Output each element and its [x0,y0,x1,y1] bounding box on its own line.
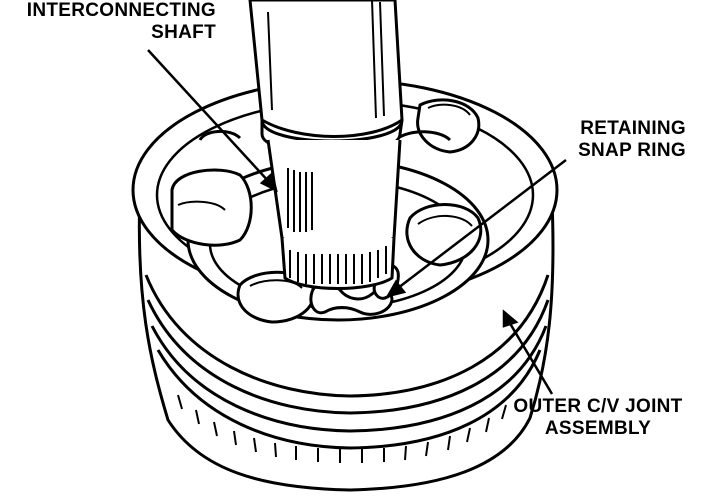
outer-cv-joint-label-line2: ASSEMBLY [544,418,652,439]
retaining-snap-ring-label-line1: RETAINING [580,118,686,139]
leader-lines [147,49,567,395]
interconnecting-shaft-label-line2: SHAFT [151,22,216,43]
interconnecting-shaft [248,0,404,290]
retaining-snap-ring-label-line2: SNAP RING [578,140,686,161]
interconnecting-shaft-label: INTERCONNECTING SHAFT [2,0,216,44]
shaft-shading [267,0,387,284]
outer-cv-joint-label: OUTER C/V JOINT ASSEMBLY [500,396,696,440]
outer-cv-joint-label-line1: OUTER C/V JOINT [513,396,683,417]
interconnecting-shaft-label-line1: INTERCONNECTING [26,0,216,21]
housing-spline-teeth [177,394,507,463]
retaining-snap-ring-label: RETAINING SNAP RING [528,118,686,162]
housing-grooves [144,274,550,450]
